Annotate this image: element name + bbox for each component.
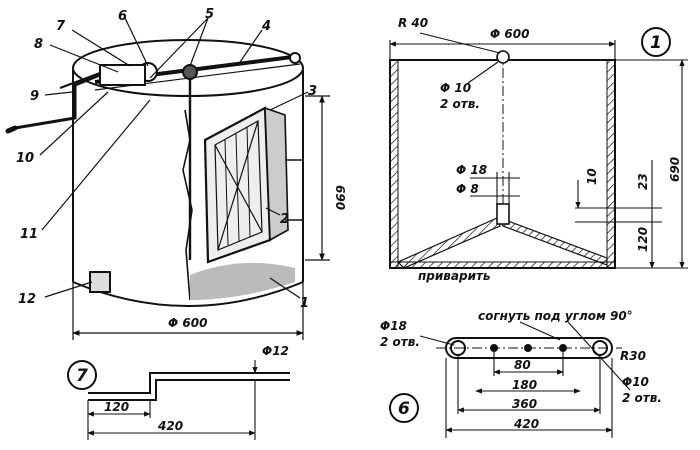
label-p6-2holes-a: 2 отв. (380, 335, 420, 349)
label-p7-120: 120 (104, 400, 129, 414)
callout-leaders (39, 17, 309, 299)
label-p6-360: 360 (512, 397, 537, 411)
label-p6-80: 80 (514, 358, 531, 372)
tank-wall-right-hatched (606, 59, 616, 269)
label-p6-bend: согнуть под углом 90° (478, 309, 633, 323)
bottom-bearing (496, 203, 510, 225)
label-p6-phi18: Φ18 (380, 319, 407, 333)
section-view (389, 50, 616, 269)
honey-frame-cassette (203, 106, 289, 264)
marker-part-6: 6 (398, 399, 410, 419)
part-6-dimensions (419, 321, 631, 438)
part-7-dimensions (87, 360, 258, 440)
callout-12: 12 (18, 292, 36, 307)
label-diameter-600-left: Φ 600 (168, 316, 207, 330)
callout-4: 4 (261, 19, 271, 34)
callout-11: 11 (20, 227, 38, 242)
assembly-view (5, 39, 304, 307)
marker-part-1: 1 (650, 33, 662, 53)
label-p6-180: 180 (512, 378, 537, 392)
part-7-rod (88, 372, 290, 401)
label-weld: приварить (418, 269, 491, 283)
tank-wall-left-hatched (389, 59, 399, 269)
diameter-dimension-left (72, 282, 304, 340)
label-p6-420: 420 (513, 417, 539, 431)
callout-8: 8 (34, 37, 43, 52)
part-markers: 1 7 6 (67, 27, 671, 423)
height-dimension-left (305, 95, 330, 261)
label-p7-420: 420 (157, 419, 183, 433)
callout-9: 9 (30, 89, 39, 104)
callout-6: 6 (118, 9, 127, 24)
section-dimensions (389, 32, 688, 269)
drum-top-rim (72, 39, 304, 97)
top-bearing-hole (496, 50, 510, 64)
callout-10: 10 (16, 151, 34, 166)
label-690-section: 690 (668, 157, 682, 182)
label-height-690-left: 690 (333, 185, 347, 210)
dimension-labels: Φ 600 690 R 40 Φ 600 Φ 10 2 отв. Φ 18 Φ … (104, 16, 682, 433)
label-phi10: Φ 10 (440, 81, 471, 95)
part-6-bracket (436, 337, 622, 359)
crank-arm-top (59, 71, 101, 90)
label-phi18: Φ 18 (456, 163, 487, 177)
right-post-knob (289, 52, 301, 64)
label-10: 10 (585, 168, 599, 185)
marker-part-7: 7 (76, 366, 88, 386)
inner-bottom-shade (190, 262, 295, 300)
conical-bottom-right (498, 216, 608, 266)
tank-floor (389, 261, 616, 269)
label-p6-2holes-b: 2 отв. (622, 391, 662, 405)
crank-handle (14, 73, 101, 130)
callout-1: 1 (300, 296, 309, 311)
label-phi8: Φ 8 (456, 182, 479, 196)
label-120-section: 120 (636, 227, 650, 252)
callout-3: 3 (308, 84, 317, 99)
callout-numbers: 8 7 6 5 4 3 2 1 9 10 11 12 (16, 7, 317, 311)
label-23: 23 (636, 173, 650, 190)
drain-spout (89, 271, 111, 293)
label-p6-phi10: Φ10 (622, 375, 649, 389)
bevel-gear (182, 64, 198, 80)
callout-2: 2 (280, 212, 289, 227)
label-p6-r30: R30 (620, 349, 646, 363)
callout-5: 5 (205, 7, 214, 22)
label-p7-phi12: Φ12 (262, 344, 289, 358)
label-diameter-600: Φ 600 (490, 27, 529, 41)
label-2-holes: 2 отв. (440, 97, 480, 111)
label-r40: R 40 (398, 16, 428, 30)
conical-bottom-left (396, 217, 501, 269)
callout-7: 7 (56, 19, 66, 34)
